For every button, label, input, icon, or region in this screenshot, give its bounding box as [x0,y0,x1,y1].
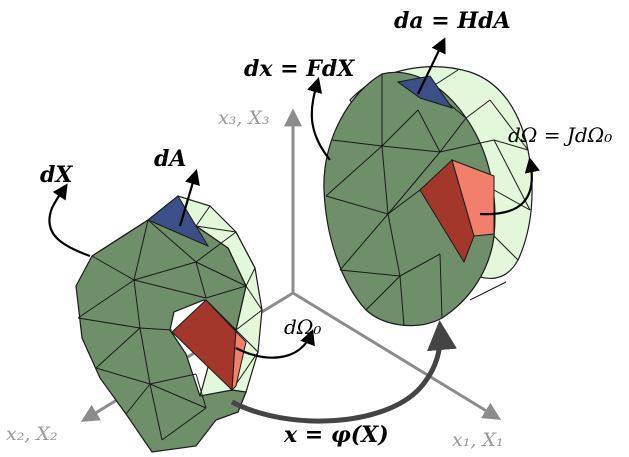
label-dA: dA [154,146,186,172]
arrow-dX [48,183,91,258]
current-volume-element-light [451,159,495,237]
current-body-mesh [325,69,531,327]
arrow-dx [307,77,331,161]
reference-volume-element-light [205,299,247,392]
arrow-dOmega0 [235,329,315,359]
reference-body-dark-face [75,219,247,453]
arrow-da [417,37,446,95]
arrow-dOmega [479,156,540,216]
label-dOmega0: dΩ₀ [284,315,321,339]
label-axis-3: x₃, X₃ [218,107,270,129]
arrow-dA [178,169,200,227]
current-area-element [396,75,454,109]
current-body [323,66,533,327]
mapping-arrow [230,320,457,424]
pointer-arrows [48,37,540,359]
label-dX: dX [40,162,73,188]
reference-body [75,195,263,453]
reference-area-element [147,195,210,248]
label-dOmega-eq: dΩ = JdΩ₀ [508,123,612,147]
axis-1 [292,291,502,420]
reference-body-mesh [77,205,263,441]
label-axis-1: x₁, X₁ [452,429,504,451]
label-map: x = φ(X) [283,422,389,448]
label-da-eq: da = HdA [394,8,511,34]
label-axis-2: x₂, X₂ [6,423,58,445]
label-dx-eq: dx = FdX [244,56,355,82]
